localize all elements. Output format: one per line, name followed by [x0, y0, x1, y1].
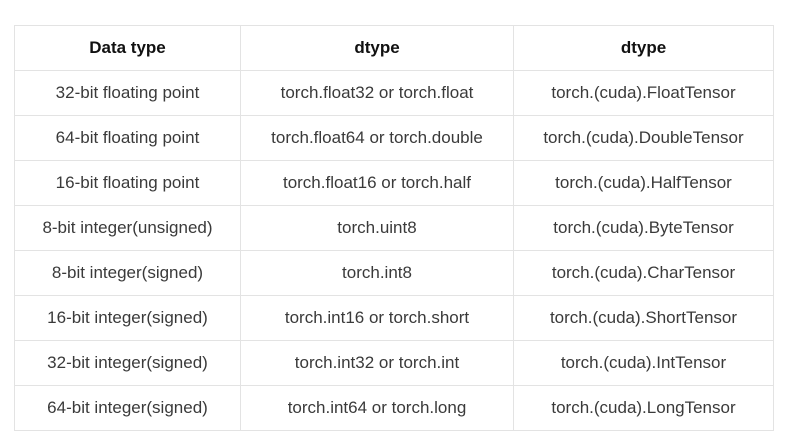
cell-tensor-type: torch.(cuda).LongTensor [513, 385, 774, 431]
dtype-table: Data type dtype dtype 32-bit floating po… [14, 25, 774, 431]
cell-dtype: torch.float32 or torch.float [240, 70, 514, 116]
table-row: 16-bit floating point torch.float16 or t… [14, 160, 774, 206]
table-header-row: Data type dtype dtype [14, 25, 774, 71]
cell-data-type: 64-bit floating point [14, 115, 241, 161]
cell-tensor-type: torch.(cuda).ShortTensor [513, 295, 774, 341]
cell-dtype: torch.int16 or torch.short [240, 295, 514, 341]
cell-data-type: 8-bit integer(unsigned) [14, 205, 241, 251]
table-row: 32-bit floating point torch.float32 or t… [14, 70, 774, 116]
cell-dtype: torch.uint8 [240, 205, 514, 251]
cell-tensor-type: torch.(cuda).HalfTensor [513, 160, 774, 206]
table-row: 64-bit integer(signed) torch.int64 or to… [14, 385, 774, 431]
cell-dtype: torch.float64 or torch.double [240, 115, 514, 161]
header-data-type: Data type [14, 25, 241, 71]
cell-data-type: 8-bit integer(signed) [14, 250, 241, 296]
cell-data-type: 16-bit integer(signed) [14, 295, 241, 341]
cell-tensor-type: torch.(cuda).CharTensor [513, 250, 774, 296]
header-tensor-type: dtype [513, 25, 774, 71]
cell-dtype: torch.int32 or torch.int [240, 340, 514, 386]
cell-tensor-type: torch.(cuda).IntTensor [513, 340, 774, 386]
table-row: 8-bit integer(signed) torch.int8 torch.(… [14, 250, 774, 296]
cell-dtype: torch.int8 [240, 250, 514, 296]
cell-dtype: torch.int64 or torch.long [240, 385, 514, 431]
cell-data-type: 32-bit floating point [14, 70, 241, 116]
cell-data-type: 64-bit integer(signed) [14, 385, 241, 431]
cell-data-type: 16-bit floating point [14, 160, 241, 206]
cell-dtype: torch.float16 or torch.half [240, 160, 514, 206]
cell-data-type: 32-bit integer(signed) [14, 340, 241, 386]
table-row: 16-bit integer(signed) torch.int16 or to… [14, 295, 774, 341]
table-row: 32-bit integer(signed) torch.int32 or to… [14, 340, 774, 386]
header-dtype: dtype [240, 25, 514, 71]
cell-tensor-type: torch.(cuda).FloatTensor [513, 70, 774, 116]
cell-tensor-type: torch.(cuda).DoubleTensor [513, 115, 774, 161]
table-row: 64-bit floating point torch.float64 or t… [14, 115, 774, 161]
table-row: 8-bit integer(unsigned) torch.uint8 torc… [14, 205, 774, 251]
cell-tensor-type: torch.(cuda).ByteTensor [513, 205, 774, 251]
